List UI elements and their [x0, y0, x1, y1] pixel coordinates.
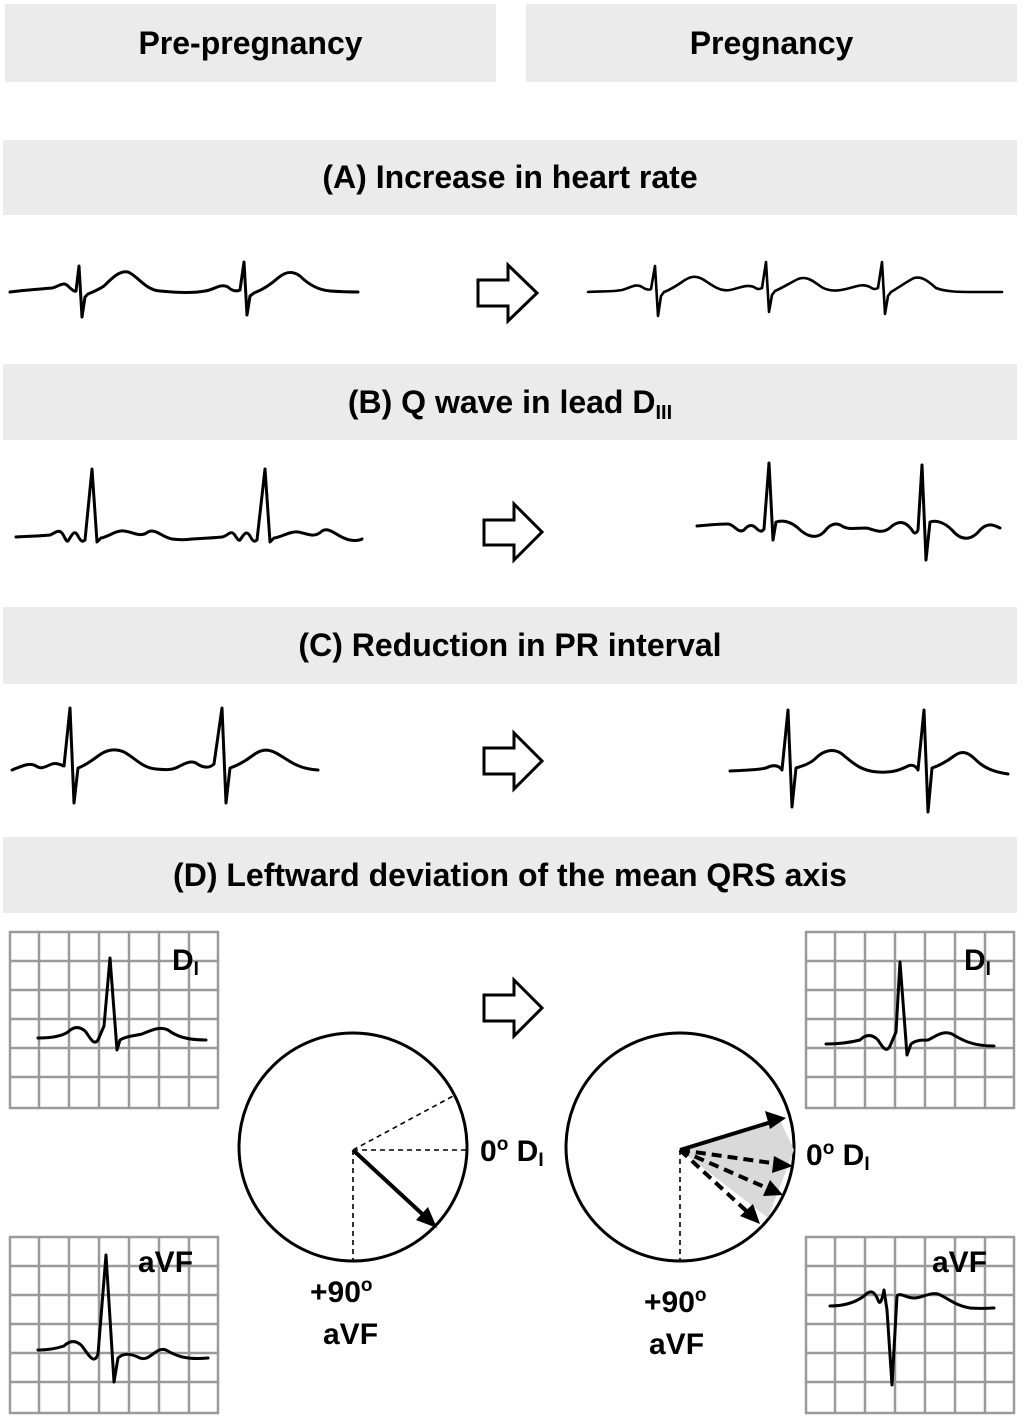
- lead-label-preg-avf: aVF: [932, 1246, 988, 1279]
- right-arrow-icon: [482, 500, 545, 564]
- section-d-title-band: (D) Leftward deviation of the mean QRS a…: [3, 837, 1017, 913]
- axis-circle-pre: [237, 1031, 469, 1263]
- grid-preg-di: [804, 930, 1016, 1110]
- ecg-c-pre: [10, 706, 320, 805]
- ecg-d-preg-di: [824, 960, 996, 1057]
- section-b-title-band: (B) Q wave in lead DIII: [3, 364, 1017, 440]
- section-a-title: (A) Increase in heart rate: [322, 159, 698, 195]
- axis-label-preg-avf: aVF: [649, 1328, 705, 1361]
- section-a-title-band: (A) Increase in heart rate: [3, 140, 1017, 215]
- axis-label-preg-ninety: +90o: [644, 1285, 707, 1319]
- pre-pregnancy-header: Pre-pregnancy: [5, 4, 496, 82]
- grid-preg-avf: [804, 1235, 1016, 1415]
- pregnancy-label: Pregnancy: [689, 24, 854, 61]
- pregnancy-header: Pregnancy: [526, 4, 1017, 82]
- lead-label-pre-di: DI: [172, 944, 199, 980]
- axis-label-pre-ninety: +90o: [310, 1275, 373, 1309]
- lead-label-preg-di: DI: [964, 944, 991, 980]
- right-arrow-icon: [482, 729, 545, 793]
- section-c-title-band: (C) Reduction in PR interval: [3, 607, 1017, 684]
- grid-pre-avf: [8, 1235, 220, 1415]
- pre-pregnancy-label: Pre-pregnancy: [138, 24, 363, 61]
- ecg-a-pre: [8, 260, 360, 319]
- section-c-title: (C) Reduction in PR interval: [298, 627, 722, 663]
- ecg-d-preg-avf: [828, 1288, 996, 1387]
- axis-label-preg-zero: 0o DI: [806, 1138, 870, 1175]
- section-d-title: (D) Leftward deviation of the mean QRS a…: [173, 856, 847, 893]
- ecg-b-preg: [695, 461, 1002, 562]
- ecg-a-preg: [586, 260, 1004, 318]
- right-arrow-icon: [482, 976, 545, 1040]
- ecg-d-pre-avf: [36, 1253, 210, 1384]
- right-arrow-icon: [476, 261, 540, 325]
- axis-label-pre-zero: 0o DI: [480, 1134, 544, 1171]
- section-b-title-main: (B) Q wave in lead D: [347, 383, 656, 420]
- section-b-title: (B) Q wave in lead DIII: [347, 383, 673, 424]
- ecg-d-pre-di: [36, 956, 208, 1052]
- axis-circle-preg: [564, 1031, 796, 1263]
- ecg-c-preg: [728, 708, 1010, 814]
- lead-label-pre-avf: aVF: [138, 1246, 194, 1279]
- ecg-b-pre: [14, 467, 364, 544]
- section-b-title-sub: III: [655, 401, 673, 424]
- axis-label-pre-avf: aVF: [323, 1318, 379, 1351]
